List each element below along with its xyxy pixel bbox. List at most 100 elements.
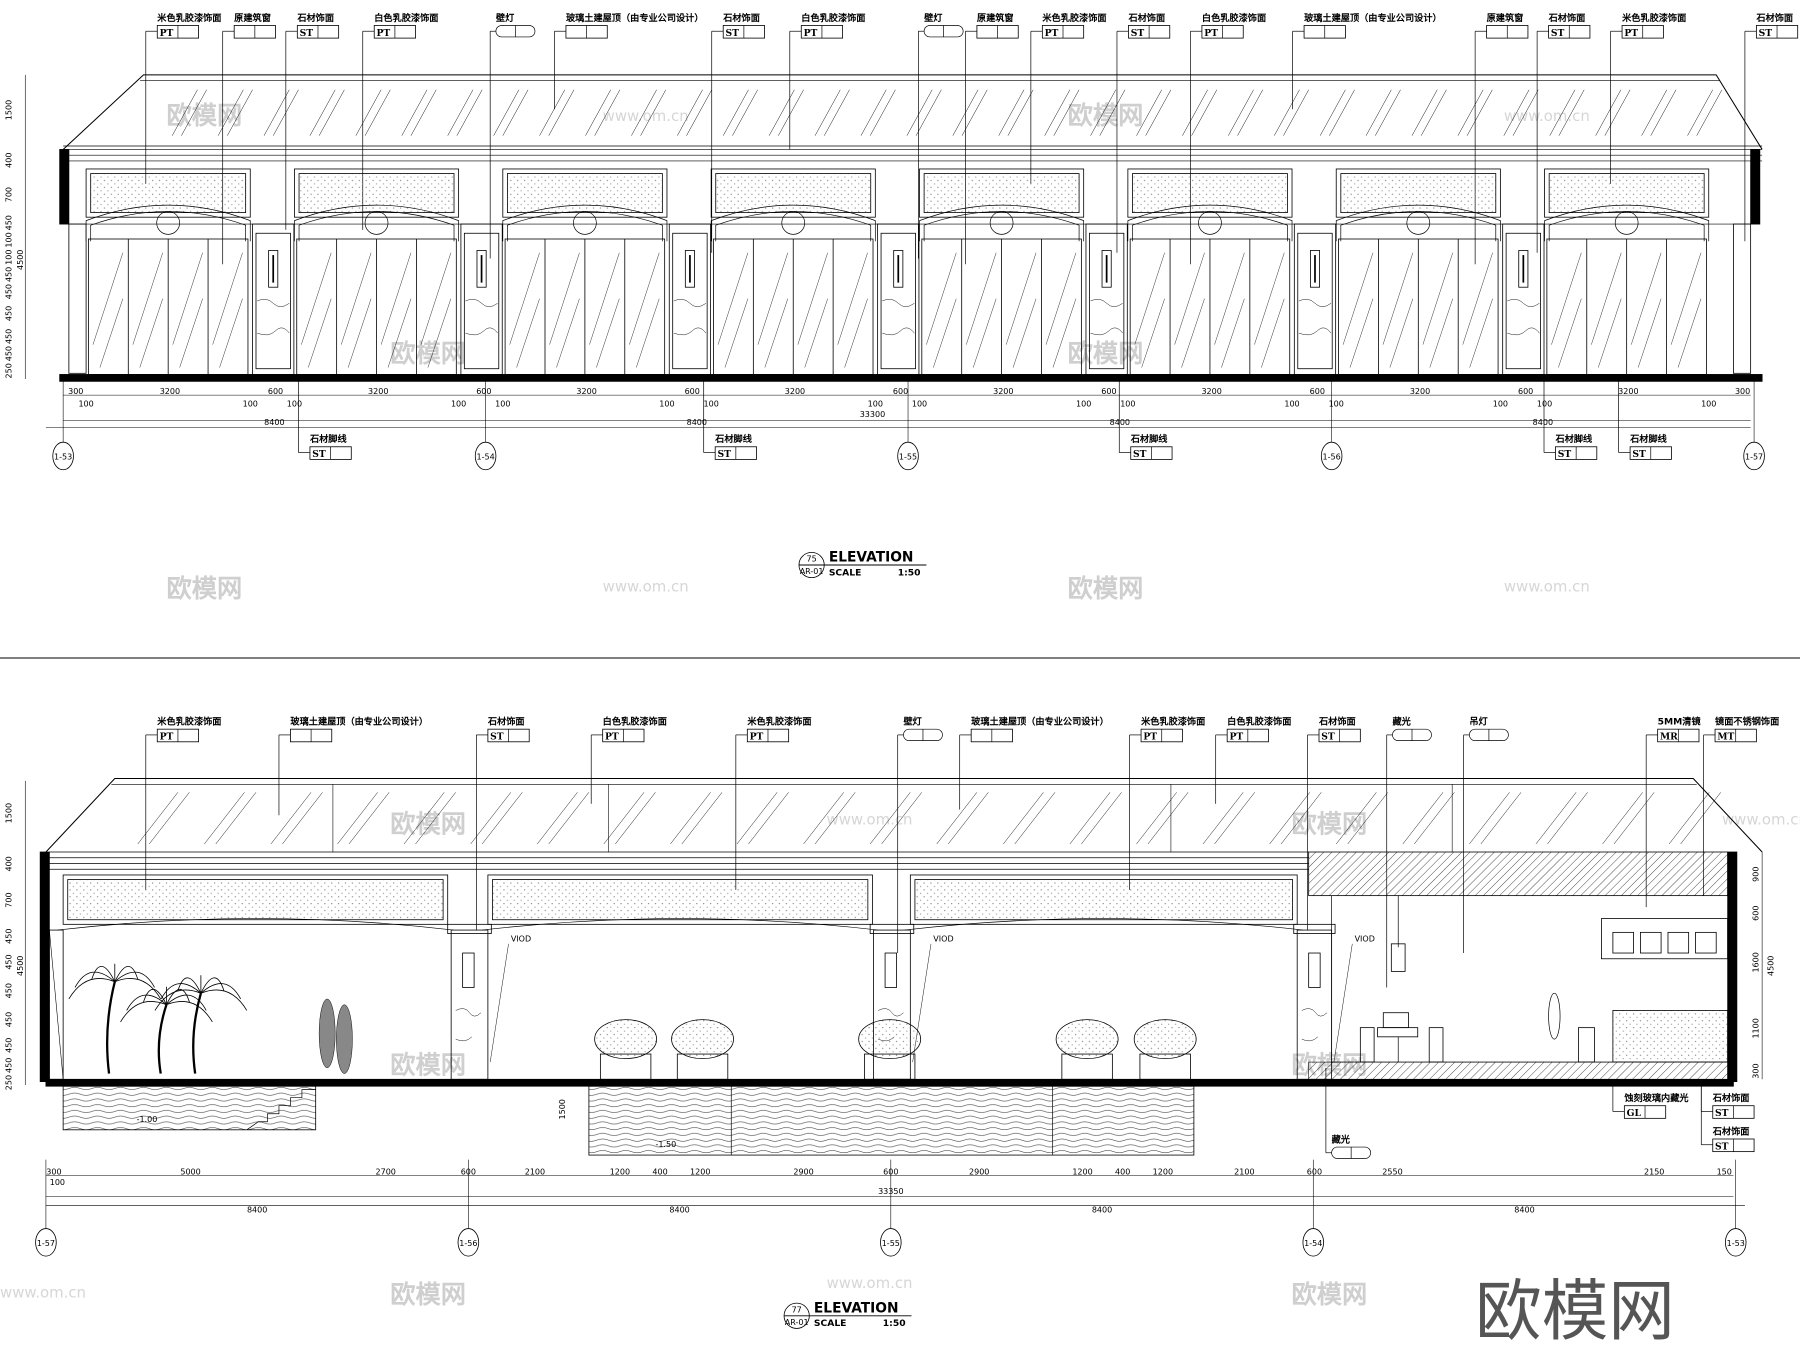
planter-pot [858,1019,922,1060]
roof-glass-hatch [1145,89,1172,136]
callout-label: 壁灯 [496,12,515,24]
frieze-panel [919,168,1085,218]
arch [1127,204,1293,242]
axis-bubble [1302,1228,1324,1257]
scale-label: SCALE [829,567,862,578]
glass-hatch [1052,298,1077,368]
roof-glass-hatch [1641,89,1668,136]
oculus-window [989,211,1014,235]
watermark-logo: 欧模网 [390,1280,466,1309]
watermark-url: www.om.cn [1504,577,1590,595]
watermark-logo: 欧模网 [1291,1280,1367,1309]
callout-label: 藏光 [1392,716,1410,728]
dimension-value: 5000 [180,1168,200,1177]
pilaster-4 [1085,223,1128,375]
roof-glass-hatch [681,792,723,845]
glass-hatch [1382,252,1414,345]
glass-hatch [1591,252,1622,345]
callout-label: 白色乳胶漆饰面 [1202,12,1266,24]
roof-glass-hatch [401,89,428,136]
roof-glass-hatch [1549,89,1576,136]
material-code: PT [605,732,619,743]
frieze-panel-inner [923,173,1080,213]
dimension-value: 100 [1537,400,1552,409]
void-label: VIOD [511,935,531,944]
roof-glass-hatch [548,89,575,136]
pilaster-6 [1502,223,1545,375]
roof-glass-hatch [1003,792,1044,845]
roof-glass-hatch [1696,89,1723,136]
floor-line [45,1078,1734,1087]
roof-glass-hatch [1237,89,1263,136]
human-figure [336,1004,353,1074]
material-code: PT [1229,732,1243,743]
roof-glass-hatch [539,89,565,136]
bar-stool [1578,1027,1595,1063]
pilaster-2 [668,223,711,375]
glass-hatch [549,252,580,345]
total-height-dimension: 4500 [16,956,25,976]
callout-label: 原建筑窗 [1487,12,1524,24]
axis-bubble [1743,441,1765,471]
dimension-value: 100 [868,400,883,409]
callout-label: 玻璃土建屋顶（由专业公司设计） [566,12,704,24]
dimension-value: 2150 [1644,1168,1664,1177]
axis-2: 1-55 [897,441,919,471]
axis-label: 1-56 [459,1239,477,1248]
total-height-dimension: 4500 [16,250,25,270]
roof-glass-hatch [1329,89,1355,136]
height-dimension: 250 [4,1075,13,1090]
pilaster-inner [255,232,291,370]
arch-inner [1340,211,1497,242]
palm-frond [200,977,225,994]
dimension-value: 100 [50,1178,65,1187]
dimension-value: 100 [243,400,258,409]
roof-glass-hatch [1336,792,1377,845]
frieze-panel-inner [715,173,872,213]
dimension-value: 2700 [376,1168,396,1177]
dimension-value: 2900 [969,1168,989,1177]
roof-glass-hatch [1420,89,1447,136]
frieze-panel-inner [506,173,663,213]
material-code: PT [804,28,818,39]
roof-glass-hatch [318,89,345,136]
pilaster-1 [460,223,503,375]
roof-glass-hatch [1283,89,1309,136]
axis-3: 1-54 [1302,1228,1324,1257]
planter-base [676,1053,729,1080]
frieze-panel [1335,168,1501,218]
roof-glass-hatch [603,792,645,845]
material-code: PT [1045,28,1059,39]
glass-hatch [1598,298,1622,368]
callout-bottom-6: 玻璃土建屋顶（由专业公司设计） [959,716,1109,810]
glass-hatch [139,298,163,368]
glass-hatch [589,252,620,345]
glass-hatch [1429,298,1453,368]
roof-glass-hatch [1191,89,1218,136]
callout-label: 石材饰面 [296,12,334,24]
arch-inner [1132,211,1288,242]
glass-hatch [1462,252,1493,345]
roof-glass-hatch [355,89,382,136]
axis-2: 1-55 [880,1228,902,1257]
axis-label: 1-55 [882,1239,900,1248]
material-code: ST [1551,28,1565,39]
void-label: VIOD [933,935,953,944]
height-dimension: 450 [4,346,13,361]
roof-glass-hatch [869,792,911,845]
callout-label: 米色乳胶漆饰面 [1140,716,1205,728]
material-code: ST [717,449,731,460]
bottle-shelf [1695,931,1717,954]
axis-bubble [1724,1228,1747,1257]
chair [1359,1027,1375,1063]
drawing-title: ELEVATION [814,1300,899,1316]
frieze-panel-inner [298,173,455,213]
arch-inner [1548,211,1705,242]
end-pilaster [68,223,87,374]
dimension-value: 2550 [1382,1168,1402,1177]
